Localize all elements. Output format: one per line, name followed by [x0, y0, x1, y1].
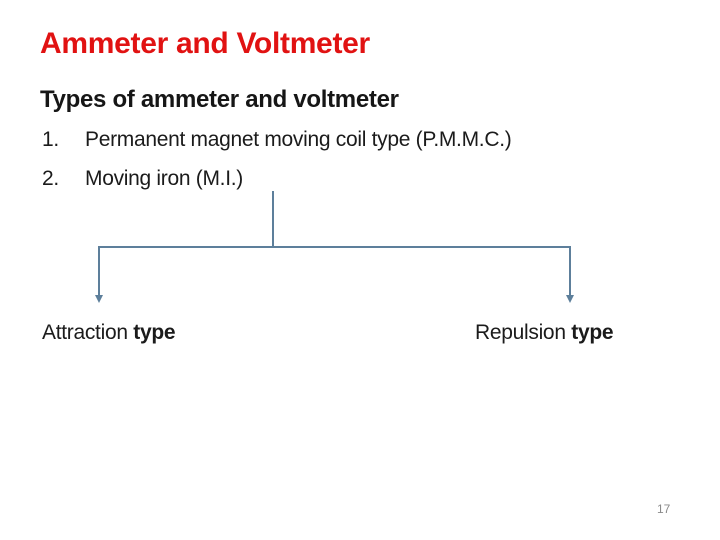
tree-left-branch-line	[98, 246, 100, 296]
branch-label-name: Repulsion	[475, 321, 566, 344]
branch-label-name: Attraction	[42, 321, 128, 344]
list-item-number: 2.	[42, 167, 59, 190]
attraction-type-label: Attraction type	[42, 319, 176, 347]
arrow-down-icon	[95, 295, 103, 303]
meter-type-list: 1. Permanent magnet moving coil type (P.…	[42, 120, 512, 198]
tree-horizontal-line	[98, 246, 571, 248]
branch-label-emphasis: type	[571, 321, 614, 344]
tree-stem-line	[272, 191, 274, 247]
slide-page-number: 17	[657, 502, 671, 516]
tree-right-branch-line	[569, 246, 571, 296]
branch-label-emphasis: type	[133, 321, 176, 344]
list-item: 2. Moving iron (M.I.)	[42, 159, 511, 198]
slide-title: Ammeter and Voltmeter	[40, 27, 370, 60]
list-item: 1. Permanent magnet moving coil type (P.…	[42, 120, 512, 159]
list-item-number: 1.	[42, 128, 59, 151]
arrow-down-icon	[566, 295, 574, 303]
repulsion-type-label: Repulsion type	[475, 319, 614, 347]
slide-subtitle: Types of ammeter and voltmeter	[40, 86, 399, 113]
list-item-text: Permanent magnet moving coil type (P.M.M…	[85, 128, 512, 151]
list-item-text: Moving iron (M.I.)	[85, 167, 243, 190]
